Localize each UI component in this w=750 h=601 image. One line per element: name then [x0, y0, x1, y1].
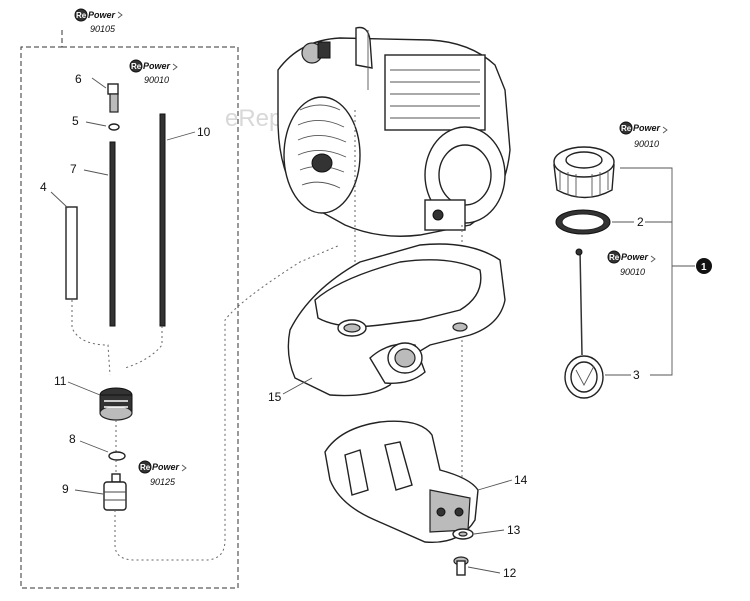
part-7-fuel-line — [109, 141, 116, 327]
part-number-7: 7 — [70, 162, 77, 176]
routing-path — [114, 244, 341, 561]
repower-badge-90105: Re Power 90105 — [74, 8, 123, 34]
leader-line — [477, 479, 513, 491]
part-14-tank-shield — [324, 420, 479, 544]
part-8-clip — [108, 451, 126, 461]
part-6-fitting — [107, 83, 119, 113]
repower-logo-mark: Re — [76, 11, 87, 20]
part-number-11: 11 — [54, 374, 67, 388]
pointer-icon — [181, 464, 187, 472]
repower-brand: Power — [143, 61, 171, 71]
routing-path — [71, 300, 111, 376]
part-number-1: 1 — [701, 262, 707, 273]
repower-badge-90010-left: Re Power 90010 — [129, 59, 178, 85]
fuel-cap — [553, 146, 615, 199]
part-number-8: 8 — [69, 432, 76, 446]
part-number-14: 14 — [514, 473, 528, 487]
repower-logo-icon — [74, 8, 88, 22]
part-number-2: 2 — [637, 215, 644, 229]
repower-logo-icon — [138, 460, 152, 474]
part-11-grommet — [99, 387, 133, 421]
part-number-5: 5 — [72, 114, 79, 128]
pointer-icon — [117, 11, 123, 19]
part-number-15: 15 — [268, 390, 282, 404]
repower-kit-number: 90010 — [144, 75, 169, 85]
part-15-fuel-tank — [287, 243, 506, 397]
repower-kit-number: 90105 — [90, 24, 116, 34]
kit-boundary-box — [20, 30, 239, 589]
part-12-screw — [453, 556, 469, 576]
part-5-ring — [108, 123, 120, 131]
repower-kit-number: 90010 — [620, 267, 645, 277]
engine-assembly — [277, 26, 511, 237]
pointer-icon — [172, 63, 178, 71]
repower-badge-90010-gasket: Re Power 90010 — [607, 250, 656, 277]
part-3-cap-strap — [564, 248, 604, 399]
leader-line — [473, 529, 505, 535]
part-number-4: 4 — [40, 180, 47, 194]
routing-path — [124, 326, 163, 369]
part-number-9: 9 — [62, 482, 69, 496]
pointer-icon — [650, 255, 656, 263]
leader-line — [282, 377, 313, 395]
repower-logo-icon — [607, 250, 621, 264]
repower-logo-mark: Re — [621, 124, 632, 133]
leader-line — [91, 77, 107, 89]
repower-logo-mark: Re — [609, 253, 620, 262]
leader-line — [467, 566, 501, 574]
repower-brand: Power — [88, 10, 116, 20]
part-number-6: 6 — [75, 72, 82, 86]
leader-line — [83, 169, 109, 176]
assembly-bracket — [620, 167, 695, 376]
repower-logo-mark: Re — [140, 463, 151, 472]
part-number-12: 12 — [503, 566, 517, 580]
repower-logo-icon — [129, 59, 143, 73]
part-number-10: 10 — [197, 125, 211, 139]
part-2-gasket — [555, 209, 611, 235]
repower-badge-90010-cap: Re Power 90010 — [619, 121, 668, 149]
part-number-3: 3 — [633, 368, 640, 382]
leader-line — [79, 440, 109, 453]
repower-brand: Power — [633, 123, 661, 133]
callout-1-badge: 1 — [696, 258, 712, 274]
repower-badge-90125: Re Power 90125 — [138, 460, 187, 487]
part-number-13: 13 — [507, 523, 521, 537]
washer-hole — [458, 531, 468, 537]
repower-brand: Power — [152, 462, 180, 472]
repower-brand: Power — [621, 252, 649, 262]
repower-kit-number: 90125 — [150, 477, 176, 487]
leader-line — [50, 191, 69, 209]
part-9-fuel-filter — [103, 473, 127, 511]
part-4-tube — [65, 206, 78, 300]
leader-line — [166, 131, 196, 141]
pointer-icon — [662, 126, 668, 134]
leader-line — [67, 381, 101, 396]
part-10-fuel-line — [159, 113, 166, 327]
repower-logo-icon — [619, 121, 633, 135]
repower-kit-number: 90010 — [634, 139, 659, 149]
repower-logo-mark: Re — [131, 62, 142, 71]
leader-line — [74, 489, 104, 495]
leader-line — [85, 121, 107, 127]
